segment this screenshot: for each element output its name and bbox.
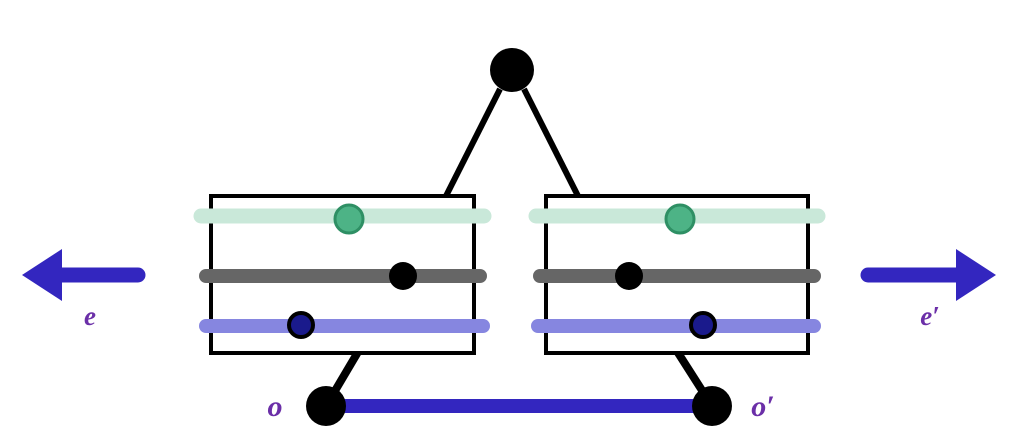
arrow-label-e-prime: e′	[920, 301, 940, 331]
right-box-group	[528, 194, 826, 355]
right-arrow-head	[956, 249, 996, 301]
bottom-left-node	[306, 386, 346, 426]
bottom-right-node	[692, 386, 732, 426]
edge-apex-to-left-box	[443, 87, 503, 198]
arrow-label-e: e	[84, 301, 96, 331]
right-arrow-group	[860, 249, 996, 301]
apex-node	[490, 48, 534, 92]
node-label-o-prime: o′	[751, 390, 774, 423]
left-arrow-group	[22, 249, 146, 301]
right-green-circle	[664, 203, 696, 235]
right-track-node	[615, 262, 643, 290]
left-navy-circle	[287, 311, 315, 339]
edge-apex-to-right-box	[521, 87, 581, 198]
right-navy-circle	[689, 311, 717, 339]
left-arrow-head	[22, 249, 62, 301]
left-track-node	[389, 262, 417, 290]
left-green-circle	[333, 203, 365, 235]
left-box-group	[193, 194, 492, 355]
node-label-o: o	[268, 390, 283, 423]
